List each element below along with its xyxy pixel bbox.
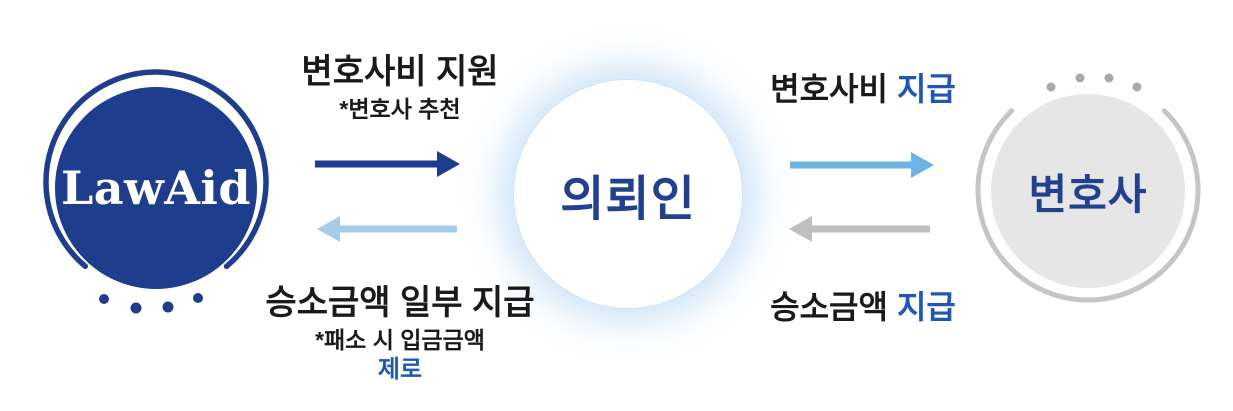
fee-highlight: 지급	[896, 71, 956, 107]
repay-title: 승소금액 일부 지급	[265, 284, 535, 322]
arrow-lawyer-to-client	[789, 216, 930, 242]
lawyer-dots	[1046, 73, 1142, 92]
lawaid-dot	[99, 294, 109, 304]
lawyer-dot	[1046, 82, 1056, 92]
repay-note: *패소 시 입금금액	[315, 326, 485, 353]
arrowhead-left-icon	[789, 216, 812, 242]
node-lawaid: LawAid	[55, 87, 257, 289]
lawaid-outer-ring	[43, 69, 269, 295]
lawaid-logo-text: LawAid	[60, 161, 252, 215]
support-note: *변호사 추천	[339, 95, 461, 122]
lawaid-dot	[130, 302, 142, 314]
lawaid-dot	[193, 293, 203, 303]
lawyer-dot	[1104, 73, 1114, 83]
arrow-client-to-lawyer	[790, 152, 934, 178]
arrow-client-to-lawaid	[317, 216, 457, 242]
node-client: 의뢰인	[513, 79, 743, 309]
arrowhead-left-icon	[317, 216, 340, 242]
lawaid-dot	[162, 301, 174, 313]
lawyer-outer-ring	[975, 77, 1201, 303]
fee-prefix: 변호사비	[770, 71, 888, 107]
lawyer-dot	[1075, 73, 1085, 83]
client-label: 의뢰인	[560, 173, 696, 226]
flow-label-support: 변호사비 지원 *변호사 추천	[268, 52, 532, 123]
lawaid-dots	[99, 293, 203, 314]
arrowhead-right-icon	[437, 151, 460, 177]
arrow-lawaid-to-client	[315, 151, 460, 177]
node-lawyer: 변호사	[991, 94, 1185, 288]
support-title: 변호사비 지원	[301, 53, 499, 91]
lawyer-label: 변호사	[1028, 170, 1148, 218]
lawyer-dot	[1132, 82, 1142, 92]
arrowhead-right-icon	[911, 152, 934, 178]
repay-highlight: 제로	[377, 356, 423, 384]
award-prefix: 승소금액	[770, 289, 888, 325]
award-highlight: 지급	[896, 289, 956, 325]
flow-label-repay: 승소금액 일부 지급 *패소 시 입금금액 제로	[252, 283, 548, 385]
